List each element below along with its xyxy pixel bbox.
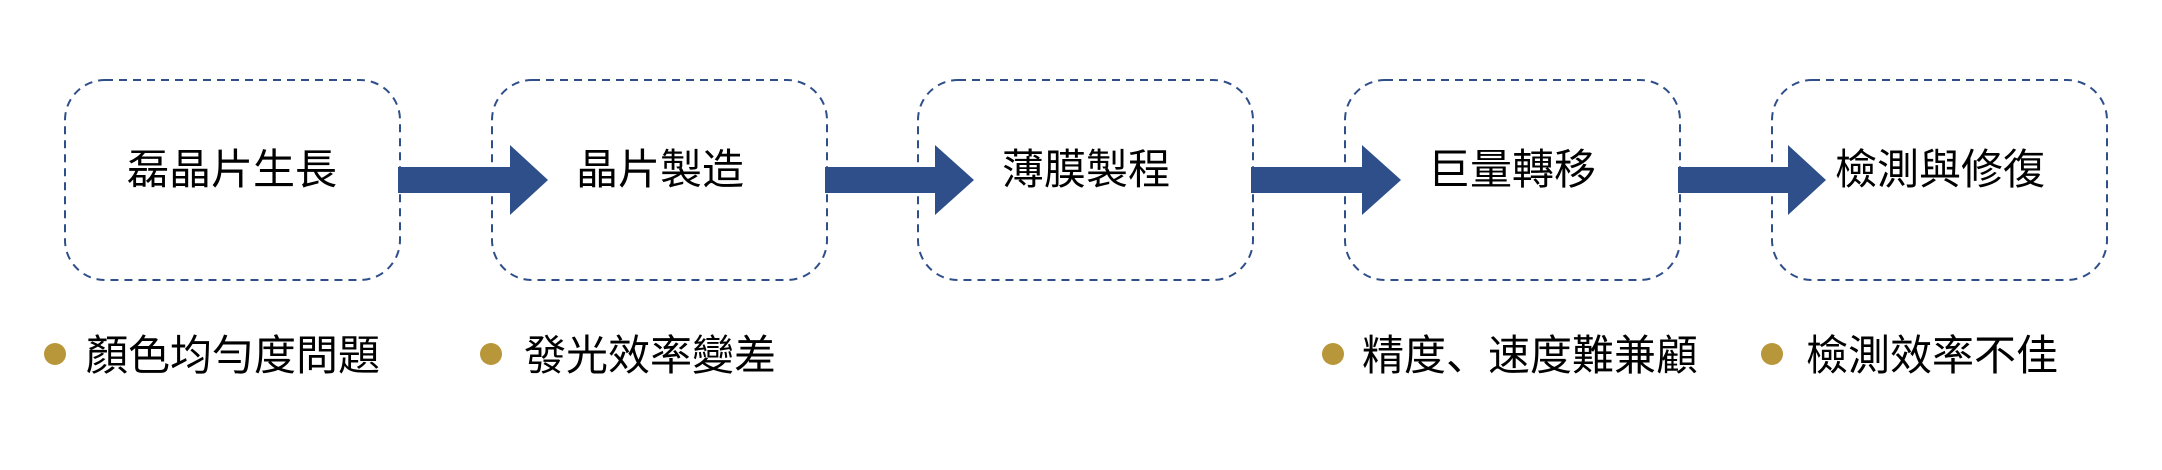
issue-label-3: 精度、速度難兼顧 [1362,331,1698,380]
step-box-2-border [491,79,828,281]
issue-item-2: 發光效率變差 [480,331,776,380]
flow-arrow-3 [1251,145,1401,215]
step-label-3: 薄膜製程 [1002,145,1170,194]
step-box-4-border [1344,79,1681,281]
step-label-2: 晶片製造 [576,145,744,194]
step-box-1: 磊晶片生長 [64,79,401,281]
issue-label-4: 檢測效率不佳 [1806,331,2058,380]
issue-bullet-2 [480,343,502,365]
step-label-1: 磊晶片生長 [127,145,337,194]
flow-arrow-4 [1678,145,1826,215]
issue-bullet-1 [44,343,66,365]
step-box-1-border [64,79,401,281]
issue-item-3: 精度、速度難兼顧 [1322,331,1698,380]
flow-arrow-1 [398,145,548,215]
step-box-2: 晶片製造 [491,79,828,281]
issue-item-1: 顏色均勻度問題 [44,331,380,380]
issue-label-2: 發光效率變差 [524,331,776,380]
issue-bullet-3 [1322,343,1344,365]
issue-bullet-4 [1761,343,1783,365]
step-box-3: 薄膜製程 [917,79,1254,281]
step-box-4: 巨量轉移 [1344,79,1681,281]
step-box-5: 檢測與修復 [1771,79,2108,281]
flow-arrow-2 [825,145,974,215]
step-box-3-border [917,79,1254,281]
issue-label-1: 顏色均勻度問題 [86,331,380,380]
step-box-5-border [1771,79,2108,281]
step-label-4: 巨量轉移 [1428,145,1596,194]
issue-item-4: 檢測效率不佳 [1761,331,2058,380]
step-label-5: 檢測與修復 [1835,145,2045,194]
